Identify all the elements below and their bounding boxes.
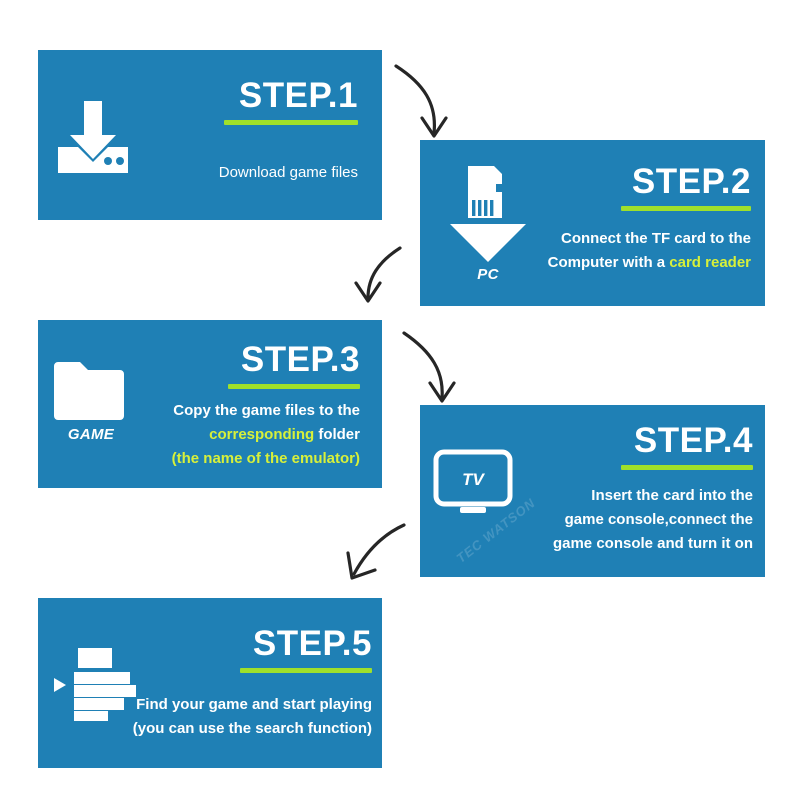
step-3-line-3: (the name of the emulator) [171, 450, 360, 468]
step-panel-4[interactable]: TEC WATSON TV STEP.4 Insert the card int… [420, 405, 765, 577]
step-4-title: STEP.4 [633, 421, 753, 460]
step-4-description: Insert the card into the game console,co… [469, 484, 753, 557]
step-4-title-underline [621, 464, 753, 470]
step-4-line-3: game console and turn it on [552, 535, 753, 553]
step-5-title: STEP.5 [252, 624, 372, 663]
step-panel-5[interactable]: STEP.5 Find your game and start playing … [38, 598, 382, 768]
step-2-text-block: STEP.2 Connect the TF card to the Comput… [471, 162, 751, 276]
folder-icon [52, 360, 126, 422]
step-5-line-2: (you can use the search function) [132, 720, 372, 738]
step-4-line-1: Insert the card into the [591, 486, 753, 504]
step-3-description: Copy the game files to the corresponding… [70, 399, 360, 472]
step-2-line-2: Computer with a card reader [471, 251, 751, 275]
arrow-1-to-2 [394, 64, 448, 138]
microsd-card-to-pc-icon [442, 162, 534, 266]
step-2-icon-caption: PC [477, 266, 499, 283]
download-tray-icon [52, 95, 134, 179]
step-3-icon-caption: GAME [67, 426, 115, 443]
step-4-line-2: game console,connect the [564, 511, 753, 529]
step-4-text-block: STEP.4 Insert the card into the game con… [469, 421, 753, 557]
step-3-line-2-highlight: corresponding [209, 426, 315, 444]
step-1-title: STEP.1 [238, 76, 358, 115]
step-3-title-underline [228, 383, 360, 389]
game-list-play-icon [52, 646, 156, 726]
step-1-text-block: STEP.1 Download game files [96, 76, 358, 185]
step-panel-1[interactable]: STEP.1 Download game files [38, 50, 382, 220]
step-2-description: Connect the TF card to the Computer with… [471, 227, 751, 276]
step-1-line-1: Download game files [218, 163, 358, 181]
step-5-line-1: Find your game and start playing [136, 695, 372, 713]
step-3-line-2-part-2: folder [314, 426, 360, 444]
step-2-line-2-part-1: Computer with a [547, 254, 670, 272]
step-5-title-underline [240, 667, 372, 673]
arrow-2-to-3 [354, 246, 402, 303]
svg-text:TV: TV [462, 470, 485, 489]
step-3-title: STEP.3 [240, 340, 360, 379]
arrow-3-to-4 [402, 331, 456, 403]
step-panel-2[interactable]: PC STEP.2 Connect the TF card to the Com… [420, 140, 765, 306]
step-1-title-underline [224, 119, 358, 125]
step-5-description: Find your game and start playing (you ca… [64, 693, 372, 742]
step-3-line-2: corresponding folder [70, 423, 360, 447]
step-2-line-1: Connect the TF card to the [560, 229, 751, 247]
arrow-4-to-5 [346, 523, 406, 580]
tv-monitor-icon: TV [432, 449, 522, 521]
step-2-title-underline [621, 205, 751, 211]
step-2-title: STEP.2 [631, 162, 751, 201]
step-panel-3[interactable]: GAME STEP.3 Copy the game files to the c… [38, 320, 382, 488]
step-1-description: Download game files [96, 161, 358, 185]
step-3-line-1: Copy the game files to the [173, 401, 360, 419]
step-2-line-2-highlight: card reader [669, 254, 751, 272]
step-3-text-block: STEP.3 Copy the game files to the corres… [70, 340, 360, 472]
step-5-text-block: STEP.5 Find your game and start playing … [64, 624, 372, 742]
